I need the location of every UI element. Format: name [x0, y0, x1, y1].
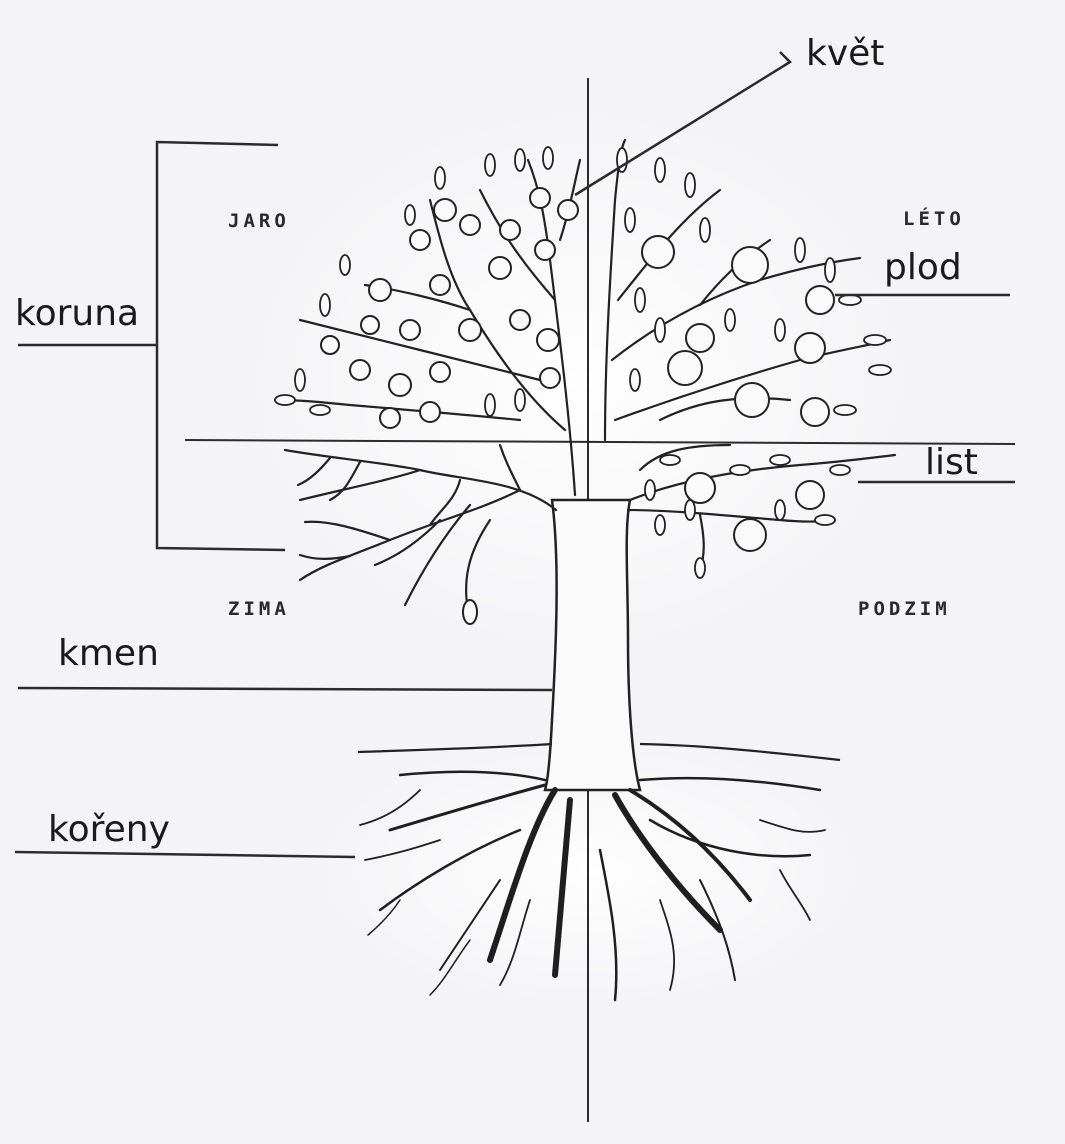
- season-autumn: PODZIM: [858, 600, 951, 619]
- list-label: list: [925, 445, 978, 481]
- koreny-label: kořeny: [48, 812, 170, 848]
- plod-label: plod: [884, 250, 962, 286]
- kmen-leader: [18, 688, 552, 690]
- kmen-label: kmen: [58, 636, 159, 672]
- koreny-leader: [15, 852, 355, 857]
- season-summer: LÉTO: [903, 210, 965, 229]
- trunk: [545, 500, 640, 790]
- kvet-label: květ: [806, 36, 884, 72]
- koruna-label: koruna: [15, 296, 139, 332]
- season-winter: ZIMA: [228, 600, 290, 619]
- season-spring: JARO: [228, 212, 290, 231]
- winter-bud: [463, 600, 477, 624]
